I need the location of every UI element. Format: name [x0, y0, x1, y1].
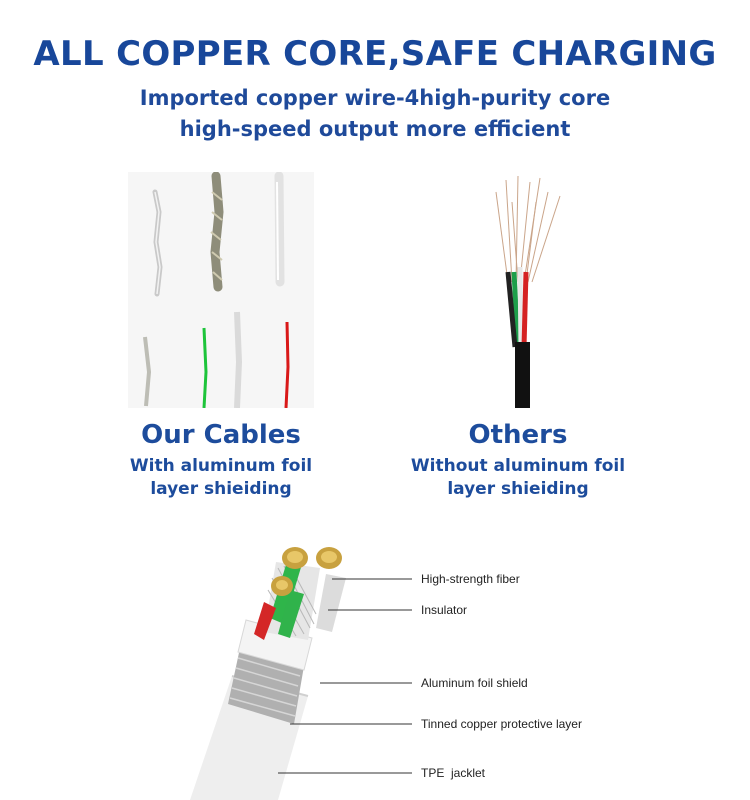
our-cables-desc-line-1: With aluminum foil: [129, 456, 313, 476]
our-cables-title: Our Cables: [141, 420, 301, 450]
label-insulator: Insulator: [421, 603, 468, 617]
subheadline-line-1: Imported copper wire-4high-purity core: [139, 86, 611, 110]
label-tinned-copper-layer: Tinned copper protective layer: [421, 717, 582, 731]
label-aluminum-foil-shield: Aluminum foil shield: [421, 676, 528, 690]
others-title: Others: [468, 420, 568, 450]
our-cables-desc-line-2: layer shieiding: [150, 479, 292, 499]
cable-structure-diagram: [180, 528, 380, 800]
subheadline-line-2: high-speed output more efficient: [179, 117, 571, 141]
label-high-strength-fiber: High-strength fiber: [421, 572, 520, 586]
others-cable-photo: [478, 172, 568, 408]
others-desc-line-1: Without aluminum foil: [410, 456, 626, 476]
others-desc-line-2: layer shieiding: [447, 479, 589, 499]
label-tpe-jacket: TPE jacklet: [421, 766, 486, 780]
headline: ALL COPPER CORE,SAFE CHARGING: [33, 34, 717, 74]
our-cables-photo: [128, 172, 314, 408]
